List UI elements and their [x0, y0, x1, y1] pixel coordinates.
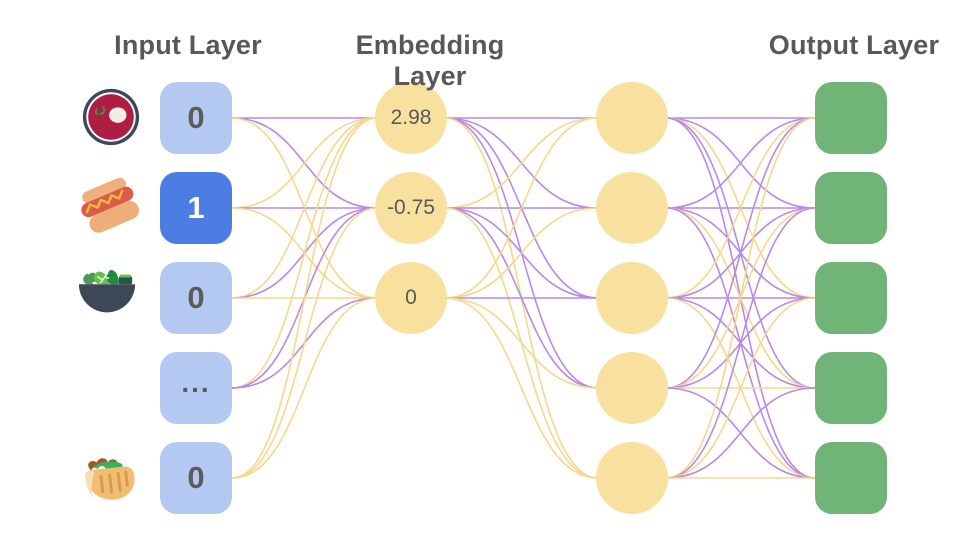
input-node-pita: 0 [160, 442, 232, 514]
input-node-soup: 0 [160, 82, 232, 154]
input-node-salad: 0 [160, 262, 232, 334]
pita-icon [85, 458, 135, 500]
hotdog-icon [81, 177, 140, 233]
input-node-ellipsis: ... [160, 352, 232, 424]
embedding-node-2: -0.75 [375, 172, 447, 244]
embedding-node-value: -0.75 [387, 196, 435, 219]
output-node-4 [815, 352, 887, 424]
embedding-layer-title: Embedding Layer [355, 30, 505, 91]
output-node-5 [815, 442, 887, 514]
input-node-value: 0 [187, 280, 205, 315]
input-layer-title: Input Layer [114, 30, 262, 60]
embedding-node-value: 2.98 [390, 106, 432, 129]
hidden-node-1 [596, 82, 668, 154]
hidden-node-4 [596, 352, 668, 424]
hidden-node-2 [596, 172, 668, 244]
output-node-3 [815, 262, 887, 334]
hidden-node-5 [596, 442, 668, 514]
output-node-2 [815, 172, 887, 244]
input-node-hotdog-active: 1 [160, 172, 232, 244]
output-layer-title: Output Layer [768, 30, 940, 60]
input-node-value: 0 [187, 100, 205, 135]
output-node-1 [815, 82, 887, 154]
embedding-node-3: 0 [375, 262, 447, 334]
embedding-node-value: 0 [405, 286, 417, 309]
input-node-value: ... [181, 367, 211, 398]
embedding-node-1: 2.98 [375, 82, 447, 154]
input-node-value: 0 [187, 460, 205, 495]
soup-icon [82, 88, 140, 146]
hidden-node-3 [596, 262, 668, 334]
input-node-value: 1 [187, 190, 205, 225]
salad-icon [78, 269, 136, 313]
